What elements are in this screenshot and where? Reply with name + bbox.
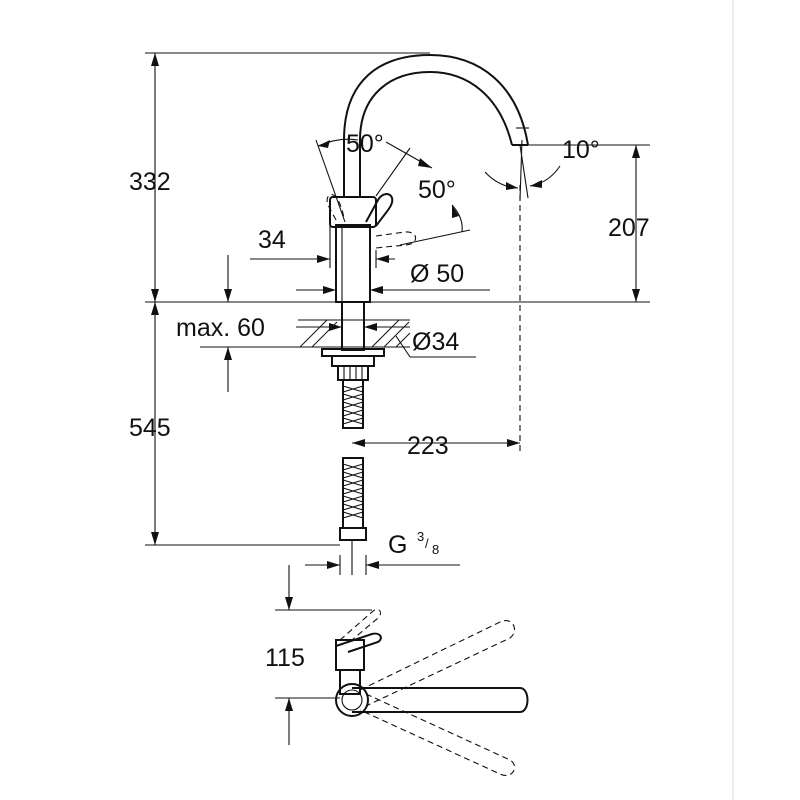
dimension-labels: 332 50° 10° 50° 34 207 Ø 50 max. 60 Ø34 … [129, 130, 650, 672]
top-spout-ghost-down [359, 693, 515, 776]
top-spout-ghost-up [359, 620, 515, 707]
hose-lower [339, 457, 367, 575]
top-body-inner [341, 689, 363, 711]
faucet-side-view [145, 53, 650, 575]
top-body-circle [335, 683, 369, 717]
label-connection-g: G [388, 531, 407, 559]
label-angle-lever-left: 50° [346, 130, 384, 158]
faucet-body [335, 224, 371, 303]
dimension-lines [145, 52, 650, 575]
label-207: 207 [608, 214, 650, 242]
top-body-neck [339, 669, 361, 695]
label-max-60: max. 60 [176, 314, 265, 342]
label-diameter-50: Ø 50 [410, 260, 464, 288]
lever-ghost-left [326, 194, 345, 221]
mounting-thread [337, 365, 369, 381]
label-angle-lever-right: 50° [418, 176, 456, 204]
label-connection-den: 8 [432, 542, 439, 557]
label-332: 332 [129, 168, 171, 196]
spout-inner [359, 70, 513, 197]
label-connection-sep: / [425, 536, 429, 551]
label-angle-spout: 10° [562, 136, 600, 164]
faucet-top-view [275, 565, 529, 776]
spout-outer [343, 53, 529, 197]
label-connection-num: 3 [417, 529, 424, 544]
top-spout [352, 687, 529, 713]
label-diameter-34: Ø34 [412, 328, 459, 356]
hose-fitting [339, 527, 367, 541]
lever-ghost-right [375, 231, 417, 249]
hose-upper [342, 379, 364, 429]
top-lever [335, 632, 382, 653]
lever-base [329, 196, 377, 228]
label-115: 115 [265, 644, 305, 672]
label-545: 545 [129, 414, 171, 442]
mounting-nut [331, 355, 375, 367]
label-34: 34 [258, 226, 286, 254]
mounting-shank [341, 301, 365, 351]
counter-hatching [298, 319, 411, 348]
label-223: 223 [407, 432, 449, 460]
top-lever-ghost [339, 609, 381, 641]
lever-handle [365, 193, 394, 227]
